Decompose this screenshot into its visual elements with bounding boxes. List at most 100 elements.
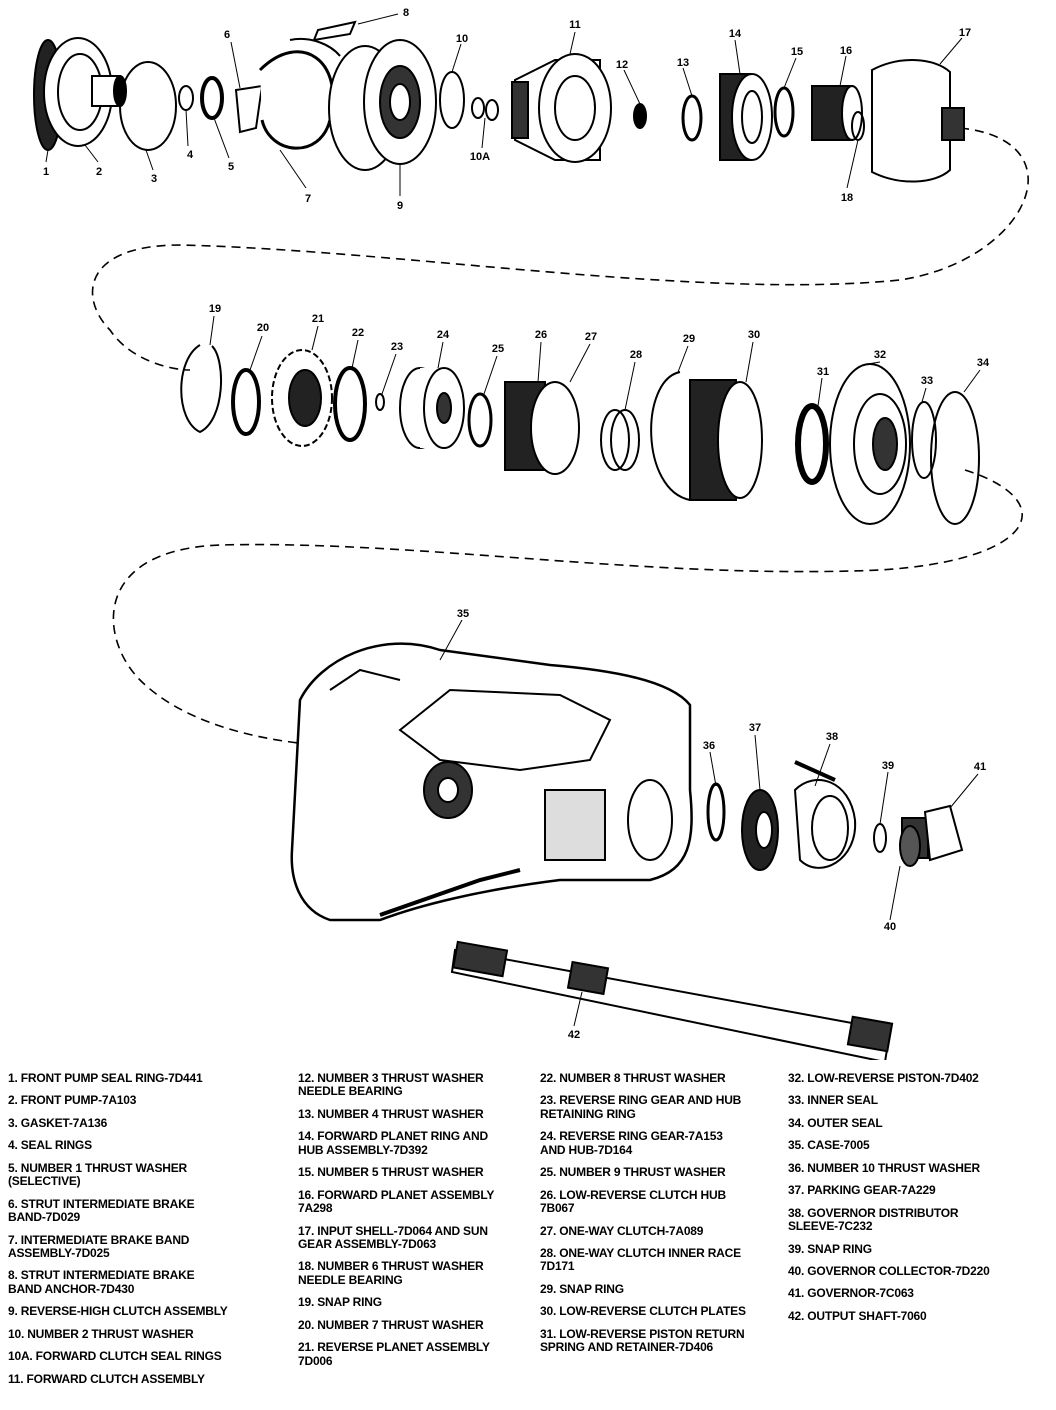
callout-25: 25 (492, 343, 504, 355)
forward-planet-assembly (811, 85, 863, 141)
legend-item-22: 22. NUMBER 8 THRUST WASHER (540, 1071, 726, 1085)
retaining-ring-23 (375, 393, 385, 411)
callout-10: 10 (456, 33, 468, 45)
legend-item-42: 42. OUTPUT SHAFT-7060 (788, 1308, 927, 1323)
thrust-washer-2 (439, 71, 465, 129)
callout-10a: 10A (470, 151, 490, 163)
callout-36: 36 (703, 740, 715, 752)
callout-12: 12 (616, 59, 628, 71)
legend-item-23: 23. REVERSE RING GEAR AND HUB RETAINING … (540, 1093, 742, 1121)
leader-lines (45, 13, 981, 1027)
callout-20: 20 (257, 322, 269, 334)
legend-item-2: 2. FRONT PUMP-7A103 (8, 1093, 137, 1108)
legend-item-33: 33. INNER SEAL (788, 1093, 878, 1108)
legend-item-11: 11. FORWARD CLUTCH ASSEMBLY (8, 1371, 205, 1386)
legend-column-3: 22. NUMBER 8 THRUST WASHER 23. REVERSE R… (540, 1071, 786, 1364)
callout-41: 41 (974, 761, 986, 773)
legend-item-14: 14. FORWARD PLANET RING AND HUB ASSEMBLY… (298, 1129, 488, 1157)
low-reverse-clutch-plates (689, 379, 763, 501)
thrust-washer-8 (333, 366, 367, 442)
legend-item-37: 37. PARKING GEAR-7A229 (788, 1183, 936, 1198)
thrust-washer-1 (200, 76, 224, 120)
legend-item-7: 7. INTERMEDIATE BRAKE BAND ASSEMBLY-7D02… (8, 1232, 190, 1260)
legend-item-21: 21. REVERSE PLANET ASSEMBLY 7D006 (298, 1340, 490, 1368)
exploded-view-diagram: 1 2 3 4 5 6 7 8 9 10 10A 11 12 13 14 15 … (33, 7, 1029, 1060)
legend-item-27: 27. ONE-WAY CLUTCH-7A089 (540, 1223, 704, 1238)
callout-5: 5 (228, 161, 234, 173)
callout-37: 37 (749, 722, 761, 734)
band-anchor-strut (312, 20, 357, 42)
callout-31: 31 (817, 366, 829, 378)
legend-item-36: 36. NUMBER 10 THRUST WASHER (788, 1160, 980, 1175)
legend-column-4: 32. LOW-REVERSE PISTON-7D402 33. INNER S… (788, 1071, 1050, 1332)
legend-item-10a: 10A. FORWARD CLUTCH SEAL RINGS (8, 1349, 222, 1364)
callout-23: 23 (391, 341, 403, 353)
legend-item-35: 35. CASE-7005 (788, 1138, 870, 1153)
callout-24: 24 (437, 329, 450, 341)
thrust-washer-3 (633, 103, 647, 129)
legend-item-41: 41. GOVERNOR-7C063 (788, 1286, 914, 1301)
one-way-clutch-inner-race (600, 409, 640, 471)
legend-item-40: 40. GOVERNOR COLLECTOR-7D220 (788, 1263, 990, 1278)
forward-clutch-seal-rings (471, 97, 499, 121)
legend-item-17: 17. INPUT SHELL-7D064 AND SUN GEAR ASSEM… (298, 1223, 488, 1251)
callout-38: 38 (826, 731, 838, 743)
input-shell (871, 59, 965, 183)
callout-35: 35 (457, 608, 469, 620)
legend-item-30: 30. LOW-REVERSE CLUTCH PLATES (540, 1304, 746, 1319)
transmission-case (290, 642, 693, 922)
legend-item-38: 38. GOVERNOR DISTRIBUTOR SLEEVE-7C232 (788, 1205, 959, 1234)
callout-30: 30 (748, 329, 760, 341)
legend-item-13: 13. NUMBER 4 THRUST WASHER (298, 1106, 484, 1121)
legend-item-28: 28. ONE-WAY CLUTCH INNER RACE 7D171 (540, 1245, 741, 1274)
callout-42: 42 (568, 1029, 580, 1041)
legend-column-2: 12. NUMBER 3 THRUST WASHER NEEDLE BEARIN… (298, 1071, 536, 1377)
legend-item-20: 20. NUMBER 7 THRUST WASHER (298, 1317, 484, 1332)
callout-19: 19 (209, 303, 221, 315)
thrust-washer-10 (706, 782, 726, 842)
thrust-washer-9 (467, 392, 493, 448)
front-pump (43, 37, 127, 147)
legend-column-1: 1. FRONT PUMP SEAL RING-7D441 2. FRONT P… (8, 1071, 270, 1395)
snap-ring-39 (873, 823, 887, 853)
legend-item-3: 3. GASKET-7A136 (8, 1115, 108, 1130)
forward-clutch-assembly (511, 53, 612, 163)
reverse-planet-assembly (271, 349, 333, 447)
legend-item-15: 15. NUMBER 5 THRUST WASHER (298, 1165, 484, 1180)
legend-item-24: 24. REVERSE RING GEAR-7A153 AND HUB-7D16… (540, 1129, 723, 1157)
callout-18: 18 (841, 192, 853, 204)
legend-item-16: 16. FORWARD PLANET ASSEMBLY 7A298 (298, 1187, 495, 1216)
callout-11: 11 (569, 19, 581, 31)
legend-item-18: 18. NUMBER 6 THRUST WASHER NEEDLE BEARIN… (298, 1259, 484, 1287)
inner-seal (911, 401, 937, 479)
legend-item-5: 5. NUMBER 1 THRUST WASHER (SELECTIVE) (8, 1160, 188, 1189)
reverse-ring-gear (399, 367, 465, 449)
governor-collector (899, 825, 921, 867)
callout-17: 17 (959, 27, 971, 39)
callout-1: 1 (43, 166, 49, 178)
callout-3: 3 (151, 173, 157, 185)
legend-item-25: 25. NUMBER 9 THRUST WASHER (540, 1165, 726, 1180)
callout-40: 40 (884, 921, 896, 933)
assembly-path-2 (112, 469, 1023, 746)
legend-item-39: 39. SNAP RING (788, 1241, 872, 1256)
callout-26: 26 (535, 329, 547, 341)
callout-16: 16 (840, 45, 852, 57)
legend-item-26: 26. LOW-REVERSE CLUTCH HUB 7B067 (540, 1187, 726, 1216)
legend-item-10: 10. NUMBER 2 THRUST WASHER (8, 1326, 194, 1341)
assembly-path-1 (91, 127, 1029, 371)
callout-14: 14 (729, 28, 742, 40)
callout-21: 21 (312, 313, 324, 325)
snap-ring-29 (650, 371, 691, 501)
legend-item-1: 1. FRONT PUMP SEAL RING-7D441 (8, 1071, 203, 1085)
callout-22: 22 (352, 327, 364, 339)
legend-item-29: 29. SNAP RING (540, 1281, 624, 1296)
callout-33: 33 (921, 375, 933, 387)
thrust-washer-7 (231, 368, 261, 436)
low-reverse-clutch-hub (504, 381, 580, 475)
callout-32: 32 (874, 349, 886, 361)
legend-item-32: 32. LOW-REVERSE PISTON-7D402 (788, 1071, 979, 1085)
callout-4: 4 (187, 149, 194, 161)
callout-9: 9 (397, 200, 403, 212)
parking-gear (741, 789, 779, 871)
